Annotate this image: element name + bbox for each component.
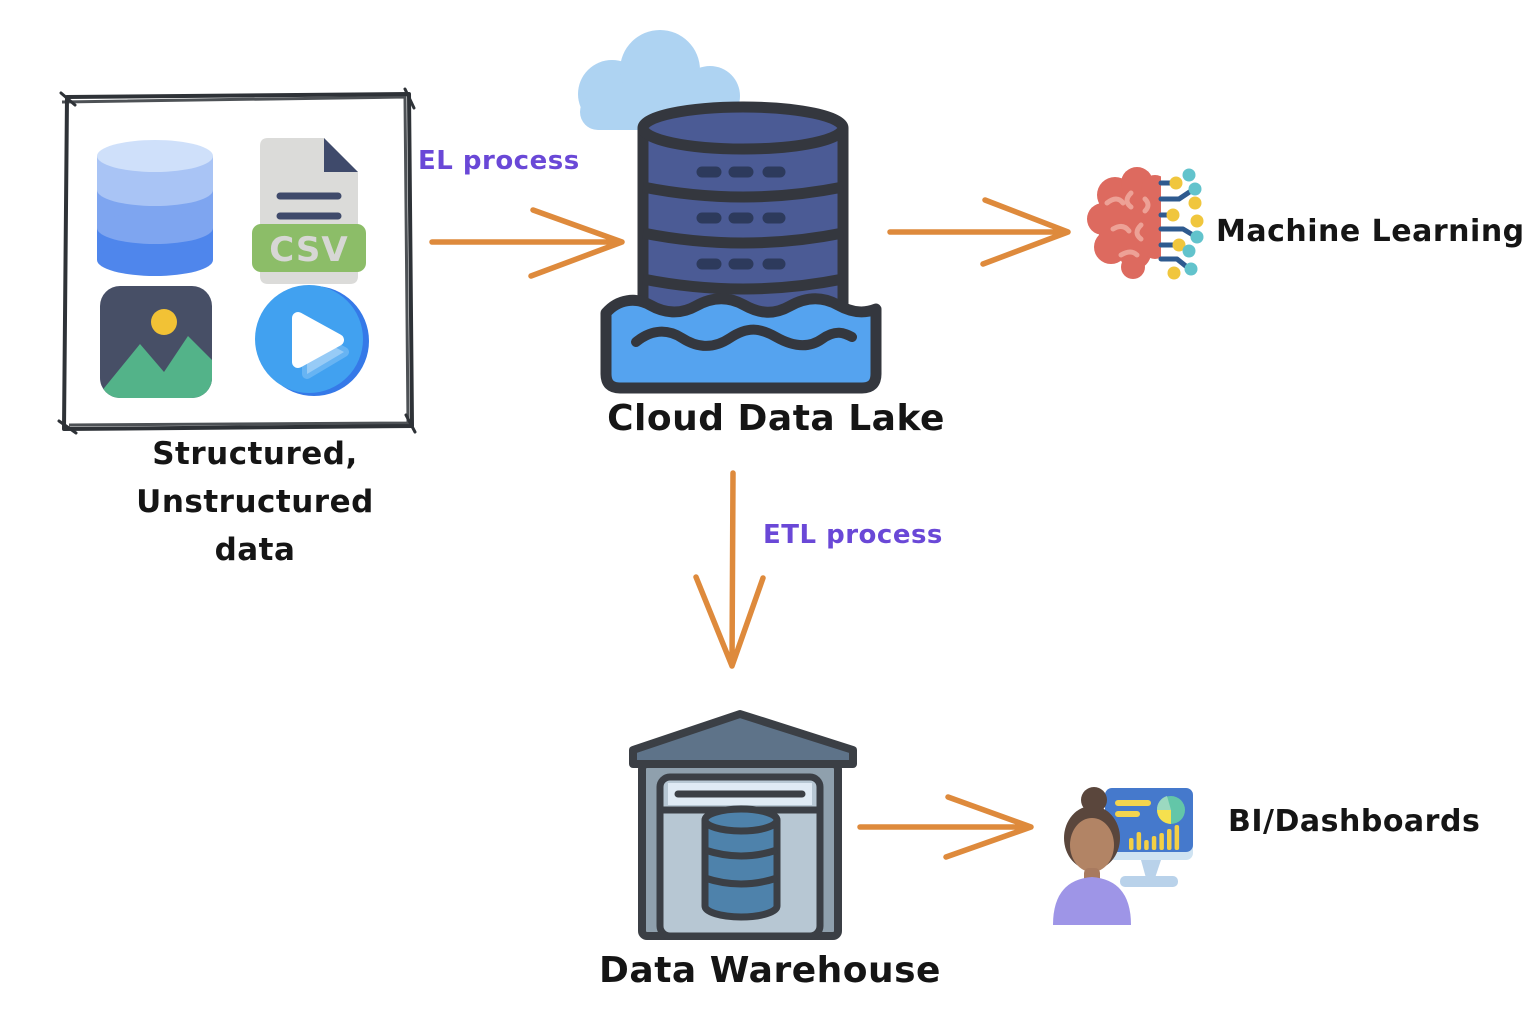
etl-process-arrow bbox=[693, 470, 766, 669]
csv-label: CSV bbox=[269, 230, 348, 270]
el-process-label: EL process bbox=[418, 146, 580, 176]
pie-chart bbox=[1156, 796, 1185, 824]
warehouse-database bbox=[701, 805, 781, 921]
warehouse-icon bbox=[629, 710, 857, 940]
data-lake-label: Cloud Data Lake bbox=[607, 398, 945, 439]
circuit-half bbox=[1158, 168, 1204, 280]
warehouse-to-bi-arrow bbox=[857, 794, 1034, 860]
sources-sketch-box bbox=[57, 87, 417, 435]
brain-circuit-icon bbox=[1087, 167, 1204, 280]
analyst-monitor-icon bbox=[1053, 787, 1193, 925]
lake-to-ml-arrow bbox=[887, 197, 1071, 267]
brain-half bbox=[1087, 167, 1161, 279]
sources-label: Structured, Unstructured data bbox=[136, 436, 374, 569]
lake-water bbox=[600, 293, 882, 394]
image-icon bbox=[100, 286, 212, 398]
analyst-person bbox=[1053, 787, 1131, 925]
etl-process-label: ETL process bbox=[763, 520, 943, 550]
data-warehouse-label: Data Warehouse bbox=[599, 950, 941, 991]
cloud-data-lake-icon bbox=[578, 30, 882, 394]
csv-file-icon: CSV bbox=[252, 138, 366, 284]
bi-dashboards-label: BI/Dashboards bbox=[1228, 804, 1481, 839]
el-process-arrow bbox=[429, 207, 625, 279]
bar-chart bbox=[1129, 825, 1180, 850]
monitor bbox=[1105, 788, 1193, 887]
video-play-icon bbox=[255, 285, 369, 396]
machine-learning-label: Machine Learning bbox=[1216, 214, 1525, 249]
database-icon bbox=[97, 140, 213, 276]
